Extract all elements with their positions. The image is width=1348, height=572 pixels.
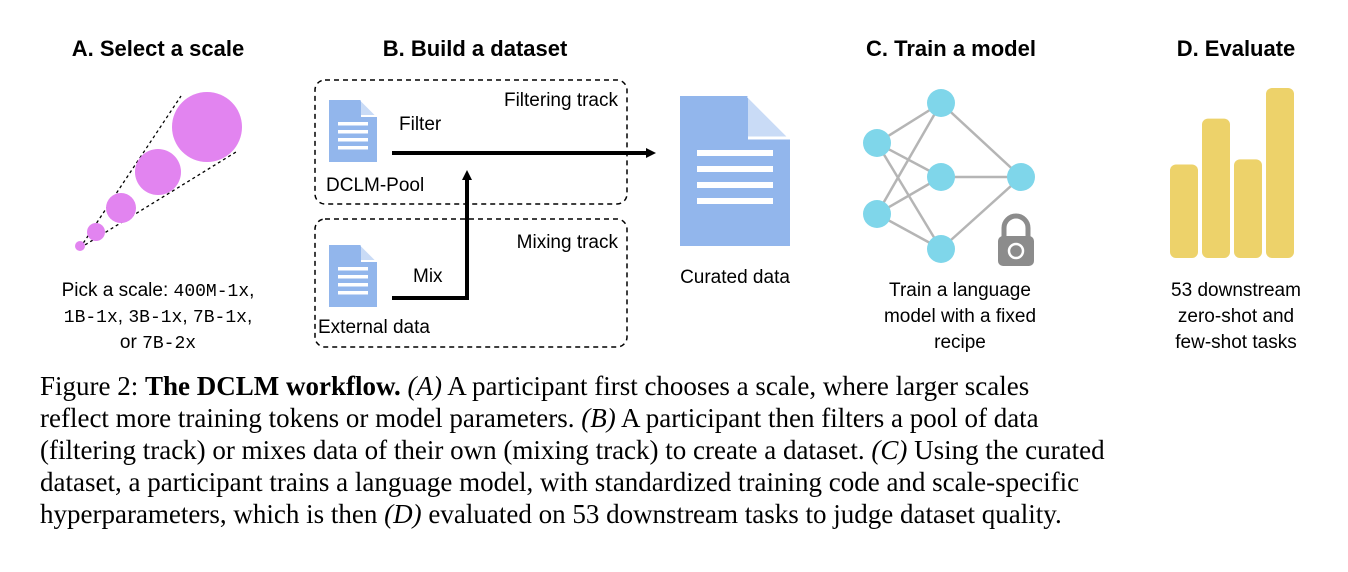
evaluation-bar-4 [1266, 88, 1294, 258]
input-node-2 [863, 200, 891, 228]
hidden-node-3 [927, 235, 955, 263]
external-data-document-icon [328, 244, 378, 308]
hidden-node-1 [927, 89, 955, 117]
scale-bubble-xs [75, 241, 85, 251]
filtering-track-box [314, 79, 628, 205]
input-node-1 [863, 129, 891, 157]
curated-data-document-icon [680, 94, 794, 246]
dclm-pool-document-icon [328, 99, 378, 163]
panel-train-model: C. Train a model Train a language model … [863, 36, 1036, 353]
caption-title: The DCLM workflow. [145, 371, 401, 401]
caption-line-5: hyperparameters, which is then (D) evalu… [40, 499, 1062, 529]
panel-b-title: B. Build a dataset [383, 36, 568, 61]
evaluation-bar-chart-icon [1170, 88, 1294, 258]
panel-evaluate: D. Evaluate 53 downstream zero-shot and … [1170, 36, 1301, 353]
mixing-track-label: Mixing track [517, 232, 619, 253]
train-desc-line2: model with a fixed [884, 306, 1036, 327]
caption-line-3: (filtering track) or mixes data of their… [40, 435, 1105, 465]
neural-network-icon [863, 89, 1035, 263]
scale-bubble-m [106, 193, 136, 223]
mix-arrow [392, 170, 472, 300]
scale-cone-upper-edge [79, 95, 182, 249]
external-data-label: External data [318, 317, 430, 338]
scale-cone-lower-edge [79, 151, 237, 249]
panel-c-title: C. Train a model [866, 36, 1036, 61]
scale-bubble-xl [172, 92, 242, 162]
panel-select-scale: A. Select a scale Pick a scale: 400M-1x,… [62, 36, 255, 354]
dclm-pool-label: DCLM-Pool [326, 175, 424, 196]
panel-a-title: A. Select a scale [72, 36, 244, 61]
eval-desc-line3: few-shot tasks [1175, 332, 1296, 353]
train-desc-line3: recipe [934, 332, 986, 353]
lock-icon [998, 213, 1034, 266]
curated-data-label: Curated data [680, 267, 790, 288]
filtering-track-label: Filtering track [504, 90, 619, 111]
scale-bubbles [75, 92, 242, 251]
evaluation-bar-2 [1202, 118, 1230, 258]
mixing-track-box [314, 218, 628, 348]
evaluation-bar-3 [1234, 159, 1262, 258]
evaluation-bar-1 [1170, 164, 1198, 258]
scale-options-line3: or 7B-2x [120, 332, 196, 354]
scale-bubble-l [135, 149, 181, 195]
scale-options-line2: 1B-1x, 3B-1x, 7B-1x, [64, 306, 252, 328]
scale-bubble-s [87, 223, 105, 241]
hidden-node-2 [927, 163, 955, 191]
eval-desc-line1: 53 downstream [1171, 280, 1301, 301]
scale-options-line1: Pick a scale: 400M-1x, [62, 280, 255, 302]
train-desc-line1: Train a language [889, 280, 1031, 301]
eval-desc-line2: zero-shot and [1178, 306, 1294, 327]
output-node [1007, 163, 1035, 191]
caption-line-1: Figure 2: The DCLM workflow. (A) A parti… [40, 371, 1030, 401]
panel-d-title: D. Evaluate [1177, 36, 1296, 61]
caption-line-4: dataset, a participant trains a language… [40, 467, 1080, 497]
caption-figure-number: Figure 2: [40, 371, 139, 401]
caption-line-2: reflect more training tokens or model pa… [40, 403, 1039, 433]
panel-build-dataset: B. Build a dataset Filtering track Mixin… [314, 36, 794, 348]
figure-caption: Figure 2: The DCLM workflow. (A) A parti… [40, 370, 1310, 530]
mix-label: Mix [413, 266, 443, 287]
filter-label: Filter [399, 114, 442, 135]
